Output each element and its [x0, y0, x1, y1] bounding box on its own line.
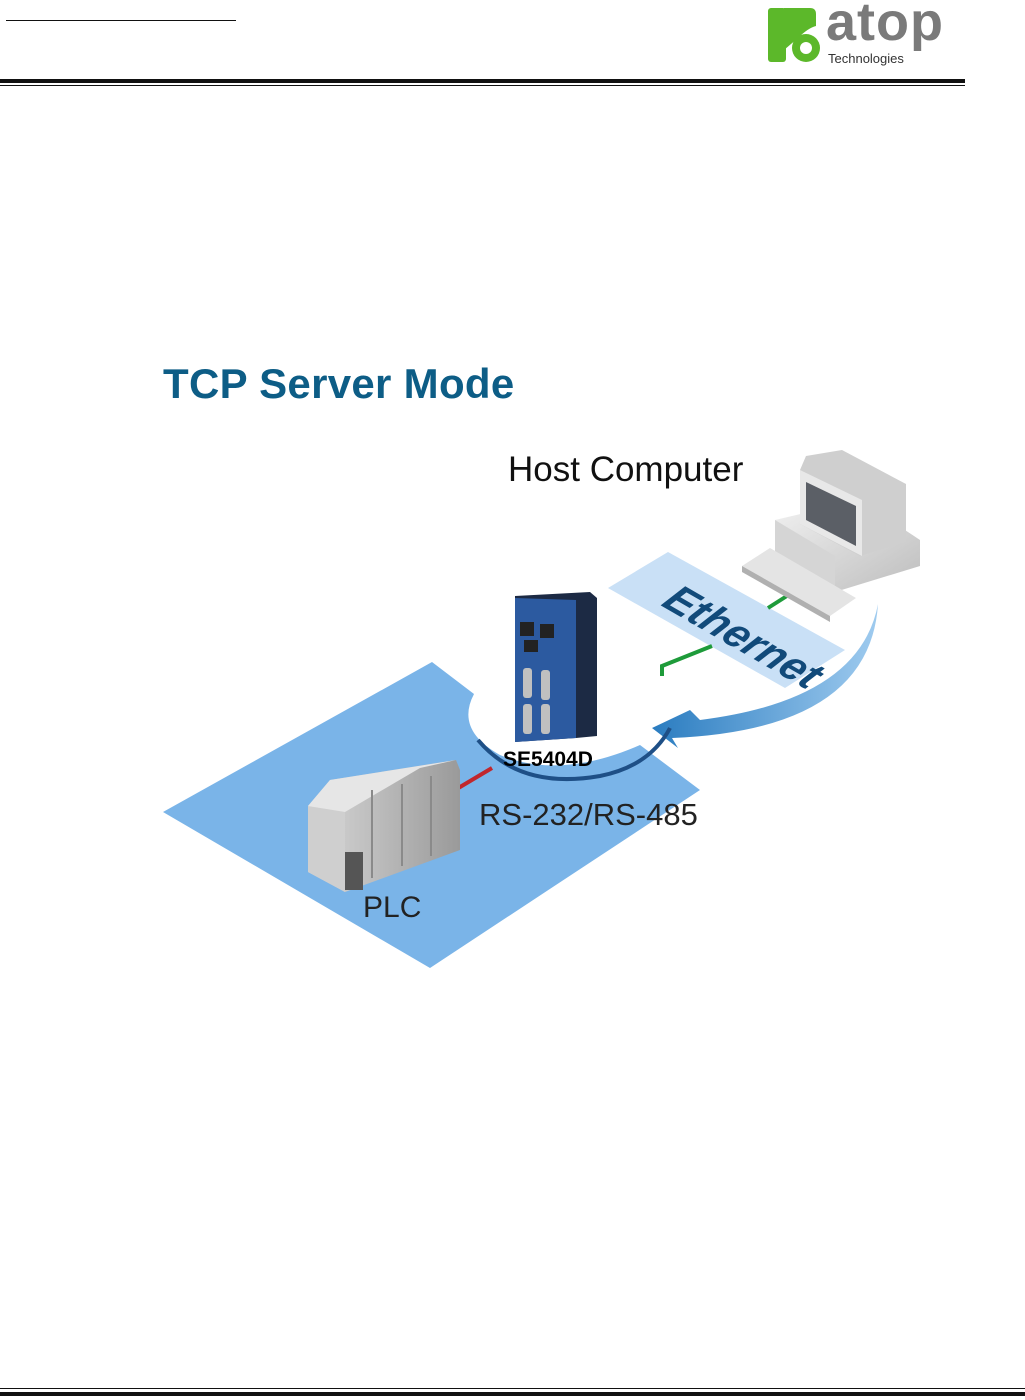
serial-cable [453, 766, 494, 792]
logo-tagline: Technologies [828, 51, 904, 66]
return-arrow [652, 604, 878, 748]
device-label: SE5404D [503, 748, 593, 771]
atop-logo: atop Technologies [766, 0, 966, 68]
plc-label: PLC [363, 891, 421, 924]
plc-unit [308, 760, 460, 892]
diagram-title: TCP Server Mode [163, 360, 515, 407]
header-short-rule [6, 20, 236, 21]
host-computer-label: Host Computer [508, 450, 744, 489]
footer-rule-thin [0, 1388, 1025, 1389]
logo-wordmark: atop [826, 0, 944, 52]
atop-logo-mark-icon [768, 8, 820, 62]
ethernet-band [608, 552, 845, 688]
se5404d-device [515, 592, 597, 742]
header-rule-thin [0, 85, 965, 86]
device-ring [476, 727, 672, 781]
footer-rule [0, 1392, 1025, 1396]
host-computer [742, 450, 920, 622]
header-rule [0, 79, 965, 83]
serial-label: RS-232/RS-485 [479, 797, 698, 832]
